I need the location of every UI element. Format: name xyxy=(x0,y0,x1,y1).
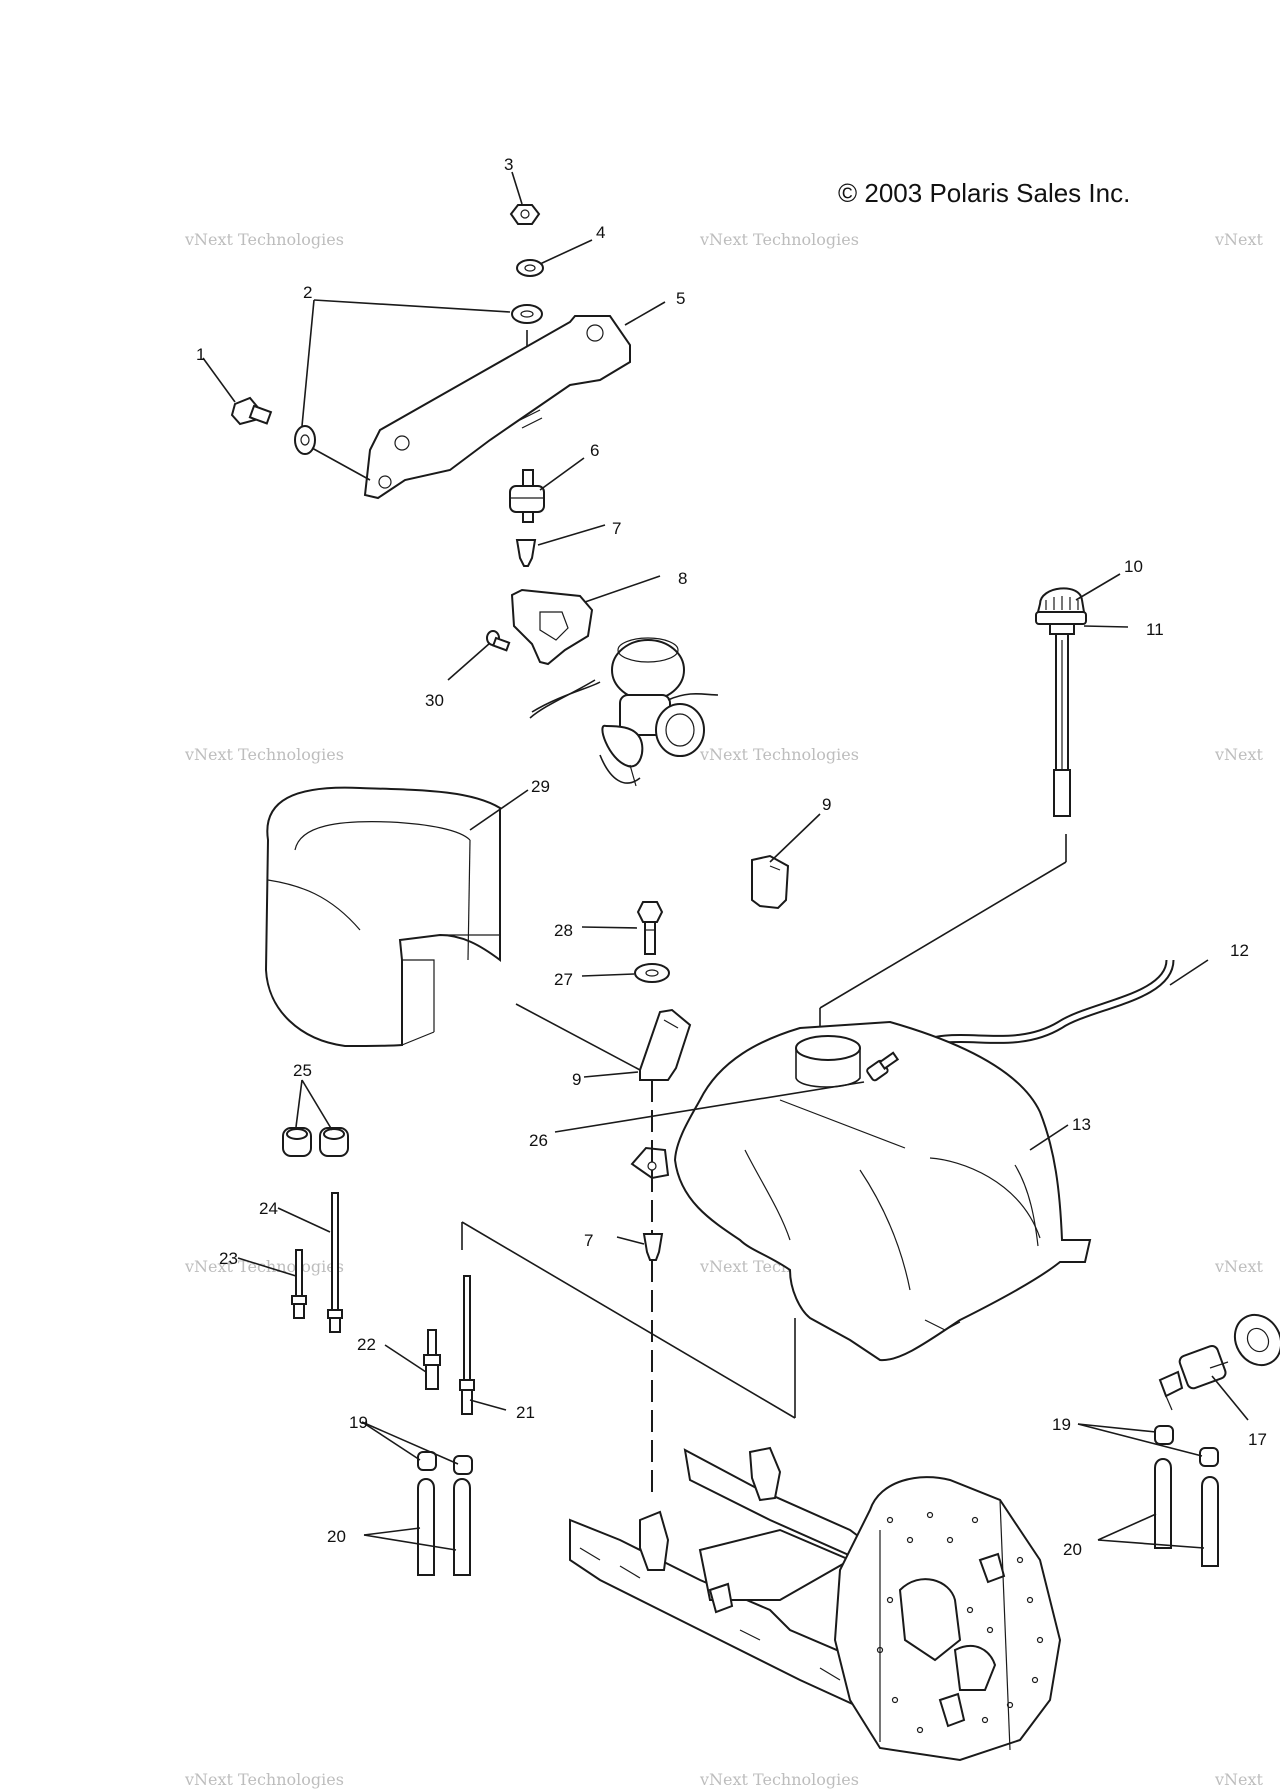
grommet-part xyxy=(509,469,545,523)
watermark: vNext xyxy=(1214,230,1264,249)
chassis-frame-part xyxy=(569,1446,1062,1762)
callout-label: 12 xyxy=(1230,941,1249,960)
callout-label: 23 xyxy=(219,1249,238,1268)
watermark: vNext Technologies xyxy=(699,230,859,249)
watermark: vNext Technologies xyxy=(184,745,344,764)
callout-label: 7 xyxy=(584,1231,593,1250)
callouts: 3 4 2 5 1 6 7 8 30 10 11 9 29 28 27 9 12… xyxy=(196,155,1267,1559)
watermark: vNext xyxy=(1214,1257,1264,1276)
svg-text:vNext Technologies: vNext Technologies xyxy=(184,1770,344,1789)
copyright-text: © 2003 Polaris Sales Inc. xyxy=(838,178,1130,208)
watermark: vNext Technologies xyxy=(699,1770,859,1789)
callout-label: 1 xyxy=(196,345,205,364)
cap-part xyxy=(453,1455,473,1475)
tank-pad-part xyxy=(264,786,501,1048)
svg-text:vNext Technologies: vNext Technologies xyxy=(184,230,344,249)
tube-part xyxy=(1154,1458,1172,1549)
tube-part xyxy=(453,1478,471,1576)
callout-label: 10 xyxy=(1124,557,1143,576)
carburetor-part xyxy=(529,637,719,787)
svg-text:vNext: vNext xyxy=(1214,745,1264,764)
bolt-part xyxy=(230,396,273,426)
callout-label: 2 xyxy=(303,283,312,302)
callout-label: 20 xyxy=(1063,1540,1082,1559)
cap-part xyxy=(417,1451,437,1471)
leader-lines xyxy=(202,171,1249,1551)
bushing-part xyxy=(642,1233,664,1261)
callout-label: 8 xyxy=(678,569,687,588)
callout-label: 9 xyxy=(572,1070,581,1089)
nut-part xyxy=(509,204,541,225)
svg-text:vNext Technologies: vNext Technologies xyxy=(699,230,859,249)
callout-label: 9 xyxy=(822,795,831,814)
cap-part xyxy=(1154,1425,1174,1445)
svg-text:vNext Technologies: vNext Technologies xyxy=(184,745,344,764)
callout-label: 20 xyxy=(327,1527,346,1546)
rubber-mount-part xyxy=(319,1127,349,1157)
callout-label: 19 xyxy=(349,1413,368,1432)
callout-label: 17 xyxy=(1248,1430,1267,1449)
callout-label: 27 xyxy=(554,970,573,989)
stud-part xyxy=(291,1249,307,1319)
carburetor-plate-part xyxy=(510,588,594,666)
svg-text:vNext: vNext xyxy=(1214,1770,1264,1789)
callout-label: 29 xyxy=(531,777,550,796)
callout-label: 4 xyxy=(596,223,605,242)
svg-text:vNext Technologies: vNext Technologies xyxy=(699,1770,859,1789)
svg-text:vNext: vNext xyxy=(1214,1257,1264,1276)
callout-label: 3 xyxy=(504,155,513,174)
screw-part xyxy=(486,630,511,652)
cap-part xyxy=(1199,1447,1219,1467)
vent-line-inner xyxy=(913,959,1173,1051)
tank-bracket-part xyxy=(751,854,790,910)
tube-part xyxy=(1201,1476,1219,1567)
watermark: vNext Technologies xyxy=(184,230,344,249)
stud-part xyxy=(459,1275,475,1415)
callout-label: 6 xyxy=(590,441,599,460)
callout-label: 24 xyxy=(259,1199,278,1218)
tube-part xyxy=(417,1478,435,1576)
watermark: vNext Technologies xyxy=(184,1770,344,1789)
callout-label: 13 xyxy=(1072,1115,1091,1134)
callout-label: 28 xyxy=(554,921,573,940)
washer-part xyxy=(294,425,316,455)
svg-text:vNext Technologies: vNext Technologies xyxy=(699,745,859,764)
fuel-pump-part xyxy=(1158,1313,1280,1411)
callout-label: 19 xyxy=(1052,1415,1071,1434)
gas-cap-part xyxy=(819,587,1087,1030)
fuel-tank-part xyxy=(630,1020,1092,1362)
fuel-fitting-part xyxy=(866,1051,900,1082)
washer-part xyxy=(511,304,543,324)
watermark: vNext xyxy=(1214,745,1264,764)
callout-label: 26 xyxy=(529,1131,548,1150)
callout-label: 25 xyxy=(293,1061,312,1080)
bracket-assembly xyxy=(230,204,631,666)
rubber-mount-part xyxy=(282,1127,312,1157)
tank-bolt-part xyxy=(636,901,664,955)
callout-label: 22 xyxy=(357,1335,376,1354)
callout-label: 11 xyxy=(1146,620,1164,639)
watermark: vNext Technologies xyxy=(699,745,859,764)
callout-label: 30 xyxy=(425,691,444,710)
watermarks: vNext Technologies vNext Technologies vN… xyxy=(184,230,1264,1789)
frame-holes xyxy=(876,1511,1044,1734)
lock-washer-part xyxy=(516,259,544,277)
stud-part xyxy=(423,1329,441,1390)
callout-label: 5 xyxy=(676,289,685,308)
tank-washer-part xyxy=(634,963,670,983)
stud-part xyxy=(327,1192,343,1333)
svg-text:vNext: vNext xyxy=(1214,230,1264,249)
bushing-part xyxy=(515,539,537,567)
callout-label: 7 xyxy=(612,519,621,538)
watermark: vNext xyxy=(1214,1770,1264,1789)
callout-label: 21 xyxy=(516,1403,535,1422)
mounting-bracket-part xyxy=(363,315,631,500)
